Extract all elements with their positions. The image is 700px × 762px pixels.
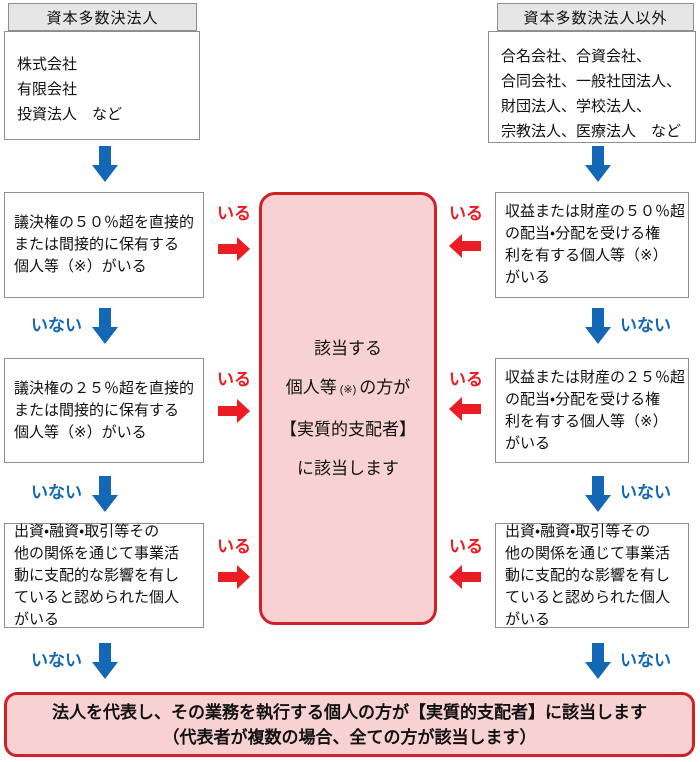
- yes-label: いる: [449, 370, 483, 389]
- no-label: いない: [31, 316, 82, 335]
- yes-label: いる: [217, 370, 251, 389]
- down-arrow-icon: [92, 308, 118, 344]
- down-arrow-icon: [585, 643, 611, 679]
- left-arrow-icon: [449, 565, 481, 589]
- no-label: いない: [620, 651, 671, 670]
- center-result-box: 該当する 個人等(※)の方が 【実質的支配者】 に該当します: [259, 192, 437, 625]
- center-result-line3: 【実質的支配者】: [280, 420, 416, 439]
- no-label: いない: [620, 316, 671, 335]
- right-column-header: 資本多数決法人以外: [497, 3, 694, 31]
- center-result-line1: 該当する: [314, 339, 382, 358]
- right-arrow-icon: [218, 565, 250, 589]
- right-step-50percent-text: 収益または財産の５０％超 の配当・分配を受ける権 利を有する個人等（※） がいる: [505, 203, 686, 286]
- asterisk-note: (※): [339, 384, 357, 396]
- left-column-header: 資本多数決法人: [8, 3, 197, 31]
- no-label: いない: [31, 483, 82, 502]
- down-arrow-icon: [585, 476, 611, 512]
- yes-label: いる: [217, 537, 251, 556]
- left-step-50percent-text: 議決権の５０％超を直接的 または間接的に保有する 個人等（※）がいる: [14, 214, 195, 275]
- right-arrow-icon: [218, 237, 250, 261]
- right-step-25percent-box: 収益または財産の２５％超 の配当・分配を受ける権 利を有する個人等（※） がいる: [495, 358, 689, 463]
- right-step-25percent-text: 収益または財産の２５％超 の配当・分配を受ける権 利を有する個人等（※） がいる: [505, 368, 686, 452]
- left-step-25percent-text: 議決権の２５％超を直接的 または間接的に保有する 個人等（※）がいる: [14, 379, 195, 441]
- right-column-examples: 合名会社、合資会社、 合同会社、一般社団法人、 財団法人、学校法人、 宗教法人、…: [488, 31, 696, 143]
- left-column-examples: 株式会社 有限会社 投資法人 など: [4, 31, 200, 140]
- left-arrow-icon: [449, 234, 481, 258]
- left-step-50percent-box: 議決権の５０％超を直接的 または間接的に保有する 個人等（※）がいる: [4, 192, 204, 298]
- yes-label: いる: [217, 204, 251, 223]
- down-arrow-icon: [585, 146, 611, 182]
- left-step-25percent-box: 議決権の２５％超を直接的 または間接的に保有する 個人等（※）がいる: [4, 358, 204, 463]
- down-arrow-icon: [92, 476, 118, 512]
- yes-label: いる: [449, 204, 483, 223]
- yes-label: いる: [449, 537, 483, 556]
- left-arrow-icon: [449, 397, 481, 421]
- down-arrow-icon: [92, 146, 118, 182]
- center-result-line2: 個人等(※)の方が: [285, 378, 411, 397]
- right-arrow-icon: [218, 399, 250, 423]
- right-step-influence-box: 出資・融資・取引等その 他の関係を通じて事業活 動に支配的な影響を有し ていると…: [495, 523, 689, 628]
- right-step-50percent-box: 収益または財産の５０％超 の配当・分配を受ける権 利を有する個人等（※） がいる: [495, 192, 689, 298]
- right-step-influence-text: 出資・融資・取引等その 他の関係を通じて事業活 動に支配的な影響を有し ていると…: [505, 522, 671, 628]
- no-label: いない: [620, 483, 671, 502]
- down-arrow-icon: [585, 308, 611, 344]
- left-step-influence-box: 出資・融資・取引等その 他の関係を通じて事業活 動に支配的な影響を有し ていると…: [4, 523, 204, 628]
- bottom-result-box: 法人を代表し、その業務を執行する個人の方が【実質的支配者】に該当します （代表者…: [4, 692, 695, 757]
- no-label: いない: [31, 651, 82, 670]
- center-result-line4: に該当します: [297, 459, 399, 478]
- down-arrow-icon: [92, 643, 118, 679]
- left-step-influence-text: 出資・融資・取引等その 他の関係を通じて事業活 動に支配的な影響を有し ていると…: [14, 522, 180, 628]
